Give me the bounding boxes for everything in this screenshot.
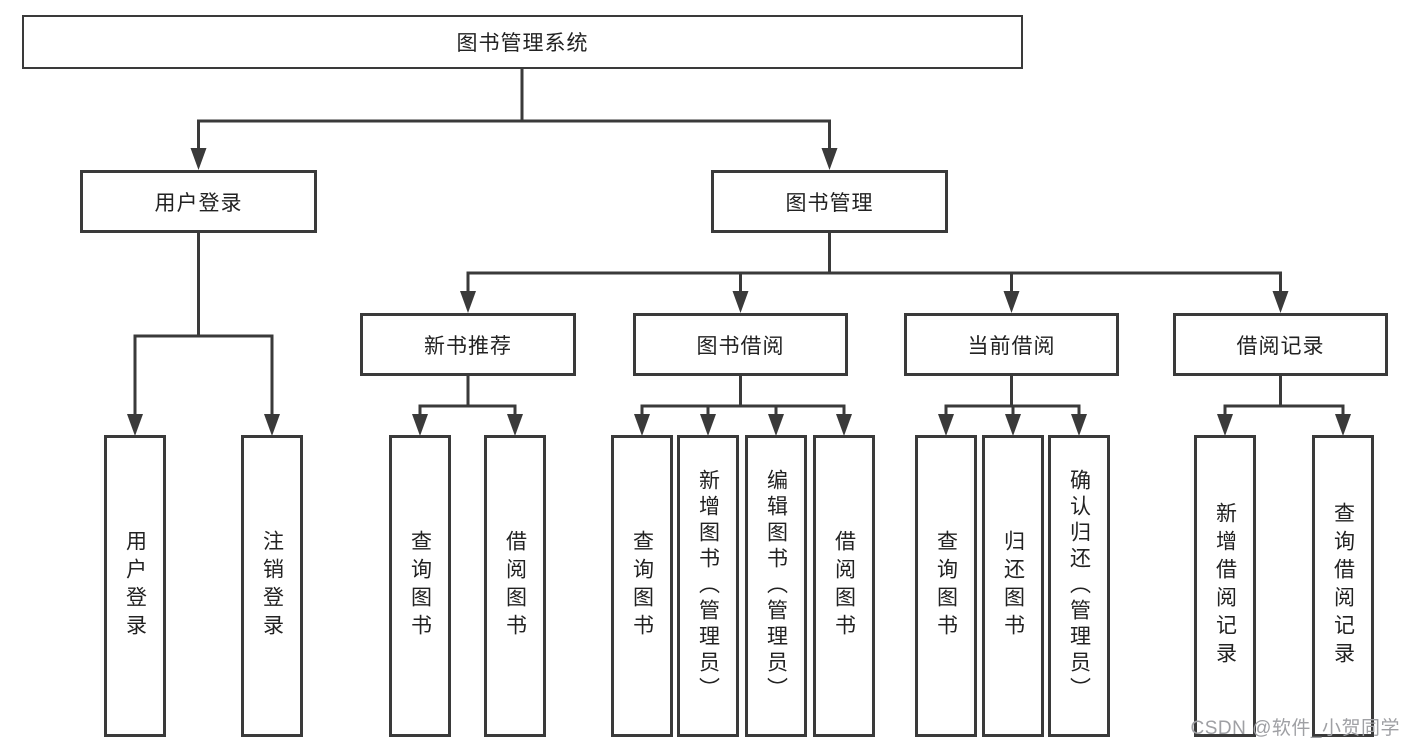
node-label: 查询图书 (630, 530, 654, 642)
leaf-add-book-admin: 新增图书（管理员） (677, 435, 739, 737)
leaf-borrow-books-borrowing: 借阅图书 (813, 435, 875, 737)
node-label: 用户登录 (154, 191, 243, 215)
node-label: 查询借阅记录 (1331, 502, 1355, 670)
node-label: 确认归还（管理员） (1067, 469, 1091, 703)
connector-root-to-level2 (190, 68, 838, 170)
node-label: 归还图书 (1001, 530, 1025, 642)
leaf-add-borrow-record: 新增借阅记录 (1194, 435, 1256, 737)
leaf-confirm-return-admin: 确认归还（管理员） (1048, 435, 1110, 737)
node-library-management-system: 图书管理系统 (22, 15, 1023, 69)
node-label: 用户登录 (123, 530, 147, 642)
connector-book-borrowing-branch (634, 376, 852, 436)
node-label: 编辑图书（管理员） (764, 469, 788, 703)
node-book-borrowing: 图书借阅 (633, 313, 848, 376)
node-label: 图书管理系统 (456, 32, 589, 55)
node-borrow-records: 借阅记录 (1173, 313, 1388, 376)
node-label: 借阅图书 (832, 530, 856, 642)
node-current-borrowing: 当前借阅 (904, 313, 1119, 376)
connector-user-login-branch (127, 233, 280, 436)
connector-borrow-records-branch (1217, 376, 1351, 436)
node-label: 图书管理 (785, 191, 874, 215)
leaf-borrow-books-recommend: 借阅图书 (484, 435, 546, 737)
leaf-query-borrow-record: 查询借阅记录 (1312, 435, 1374, 737)
node-label: 借阅记录 (1236, 334, 1325, 358)
node-label: 新书推荐 (424, 334, 512, 358)
node-label: 新增借阅记录 (1213, 502, 1237, 670)
leaf-user-login: 用户登录 (104, 435, 166, 737)
leaf-logout: 注销登录 (241, 435, 303, 737)
node-label: 借阅图书 (503, 530, 527, 642)
leaf-query-books-borrowing: 查询图书 (611, 435, 673, 737)
leaf-edit-book-admin: 编辑图书（管理员） (745, 435, 807, 737)
node-label: 新增图书（管理员） (696, 469, 720, 703)
node-book-management-branch: 图书管理 (711, 170, 948, 233)
node-label: 查询图书 (934, 530, 958, 642)
node-label: 当前借阅 (967, 334, 1056, 358)
csdn-watermark: CSDN @软件_小贺同学 (1190, 718, 1400, 739)
leaf-return-book: 归还图书 (982, 435, 1044, 737)
leaf-query-books-recommend: 查询图书 (389, 435, 451, 737)
node-new-book-recommend: 新书推荐 (360, 313, 576, 376)
node-label: 注销登录 (260, 530, 284, 642)
node-label: 图书借阅 (696, 334, 785, 358)
node-user-login-branch: 用户登录 (80, 170, 317, 233)
leaf-query-books-current: 查询图书 (915, 435, 977, 737)
connector-current-borrowing-branch (938, 376, 1087, 436)
connector-book-management-branch (460, 233, 1289, 313)
connector-new-book-recommend-branch (412, 376, 523, 436)
node-label: 查询图书 (408, 530, 432, 642)
